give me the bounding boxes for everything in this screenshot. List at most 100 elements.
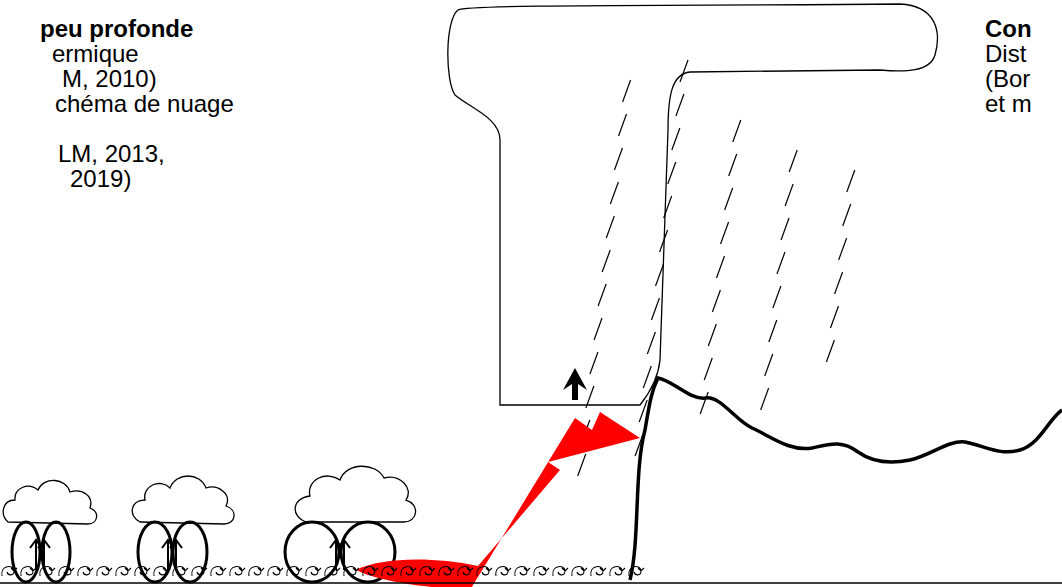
rain-streak [712,290,720,312]
circulation-cells [12,522,395,582]
rain-streak [765,354,773,376]
eddy [629,567,644,576]
eddy [116,567,131,576]
eddy [59,567,74,576]
caption-fragment: ermique [52,41,139,66]
rain-streak [733,120,741,142]
rain-streak [700,392,708,414]
rain-streak [623,80,631,102]
eddy [591,567,606,576]
eddy [572,567,587,576]
rain-streak [773,286,781,308]
eddy [173,567,188,576]
caption-fragment: M, 2010) [62,66,157,91]
ground-line [0,582,1062,583]
eddy [420,567,435,576]
rain-streak [602,250,610,272]
rain-streak [725,188,733,210]
cumulus-cloud [3,480,96,524]
eddy [401,567,416,576]
eddy [211,567,226,576]
eddy [458,567,473,576]
eddy [496,567,511,576]
rain-streak [610,182,618,204]
caption-fragment: et m [985,91,1032,116]
eddy [477,567,492,576]
eddy [249,567,264,576]
rain-streak [830,306,838,328]
caption-fragment: chéma de nuage [55,91,234,116]
rain-streak [643,366,651,388]
rain-streak [606,216,614,238]
caption-fragment: Con [985,16,1032,41]
eddy [154,567,169,576]
rain-streak [647,332,655,354]
eddy [78,567,93,576]
eddy [439,567,454,576]
rain-streak [660,230,668,252]
surface-eddies [2,567,644,576]
eddy [534,567,549,576]
cumulonimbus-cloud [448,4,938,405]
rain-streaks [578,60,855,476]
caption-fragment: LM, 2013, [58,141,165,166]
eddy [344,567,359,576]
rain-streak [676,94,684,116]
rain-streak [761,388,769,410]
eddy [192,567,207,576]
rain-streak [680,60,688,82]
rain-streak [594,318,602,340]
cumulus-cloud [132,476,234,524]
eddy [306,567,321,576]
rain-streak [672,128,680,150]
rain-streak [614,148,622,170]
rain-streak [590,352,598,374]
rain-streak [826,340,834,362]
eddy [21,567,36,576]
rain-streak [716,256,724,278]
eddy [610,567,625,576]
eddy [230,567,245,576]
eddy [287,567,302,576]
rain-streak [651,298,659,320]
gust-front [630,378,1062,580]
rain-streak [769,320,777,342]
rain-streak [781,218,789,240]
eddy [325,567,340,576]
eddy [515,567,530,576]
eddy [40,567,55,576]
rain-streak [729,154,737,176]
lifting-arrow [356,412,640,587]
caption-fragment: 2019) [70,166,131,191]
eddy [382,567,397,576]
eddy [97,567,112,576]
caption-fragment: (Bor [985,66,1030,91]
up-arrow [563,368,587,400]
rain-streak [789,150,797,172]
rain-streak [785,184,793,206]
eddy [553,567,568,576]
rain-streak [835,272,843,294]
rain-streak [619,114,627,136]
eddy [268,567,283,576]
rain-streak [721,222,729,244]
rain-streak [847,170,855,192]
rain-streak [708,324,716,346]
cumulus-cloud [295,466,415,522]
rain-streak [843,204,851,226]
rain-streak [668,162,676,184]
rain-streak [664,196,672,218]
rain-streak [656,264,664,286]
rain-streak [586,386,594,408]
caption-fragment: peu profonde [40,16,193,41]
rain-streak [578,454,586,476]
updraft-arrows [30,540,350,570]
caption-fragment: Dist [985,41,1026,66]
rain-streak [704,358,712,380]
eddy [363,567,378,576]
rain-streak [839,238,847,260]
rain-streak [598,284,606,306]
rain-streak [777,252,785,274]
eddy [2,567,17,576]
